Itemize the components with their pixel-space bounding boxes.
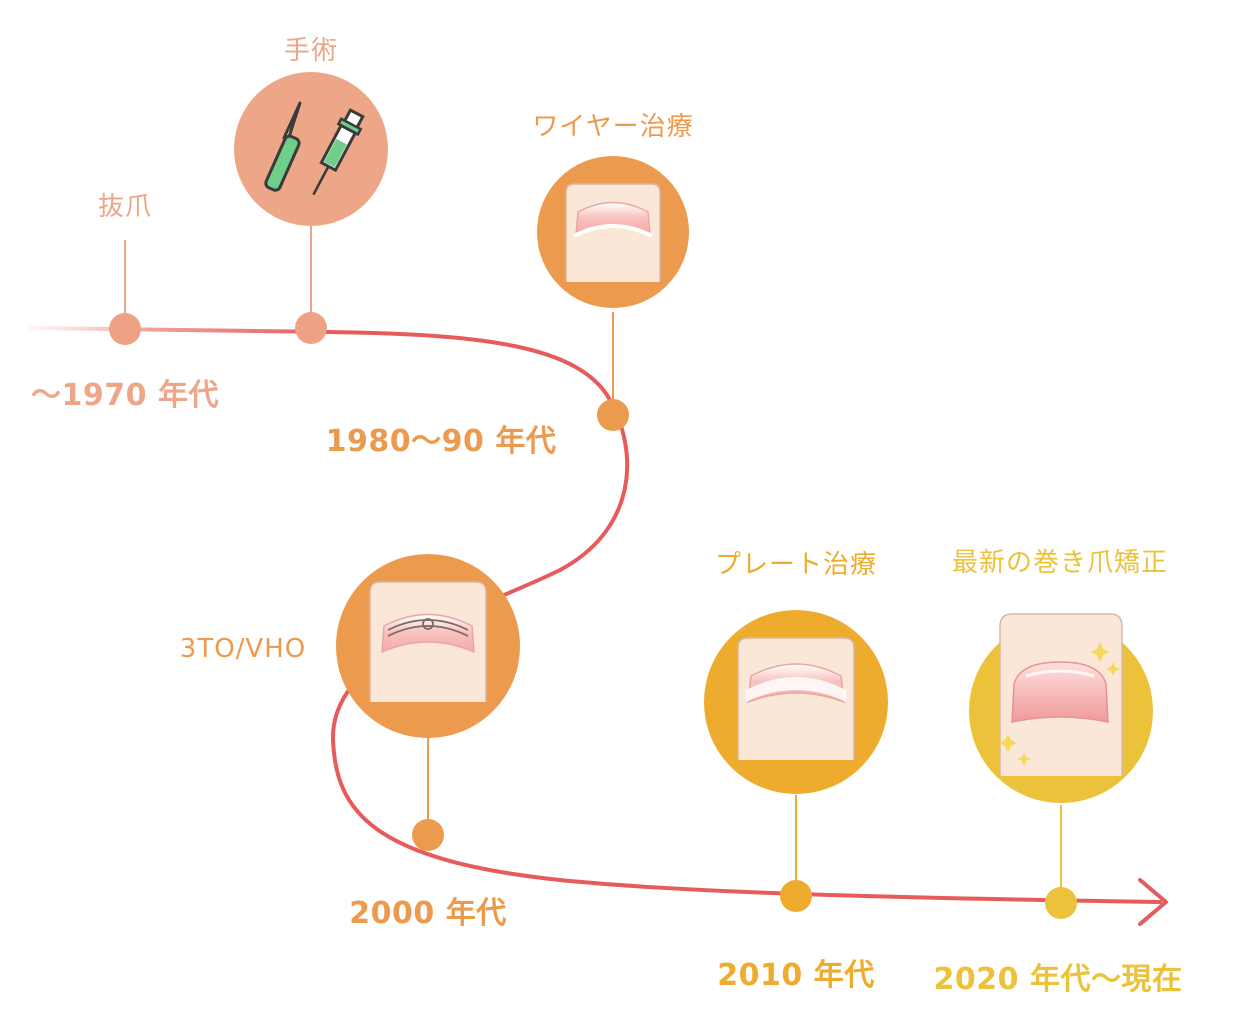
three-to-vho-node <box>336 554 520 738</box>
scalpel-icon <box>264 101 302 192</box>
timeline-curve-start <box>28 326 332 334</box>
toenail-icon <box>737 637 855 760</box>
timeline-arrowhead <box>1138 878 1168 926</box>
era-label-1980: 1980〜90 年代 <box>325 424 557 459</box>
era-dot-2000 <box>412 819 444 851</box>
era-dot-2010 <box>780 880 812 912</box>
technique-label-3to-vho: 3TO/VHO <box>179 634 307 664</box>
technique-label-surgery: 手術 <box>283 36 339 66</box>
technique-label-latest: 最新の巻き爪矯正 <box>951 548 1169 578</box>
latest-node <box>969 613 1153 803</box>
toenail-icon <box>369 581 487 702</box>
toenail-icon <box>565 183 661 282</box>
era-dot-surgery <box>295 312 327 344</box>
era-dot-1980 <box>597 399 629 431</box>
era-dot-1970 <box>109 313 141 345</box>
era-label-2010: 2010 年代 <box>717 958 875 993</box>
toenail-icon <box>999 613 1123 776</box>
wire-node <box>537 156 689 308</box>
technique-label-extraction: 抜爪 <box>97 192 153 222</box>
era-label-1970: 〜1970 年代 <box>31 378 219 413</box>
era-label-2000: 2000 年代 <box>349 896 507 931</box>
surgery-node <box>234 72 388 226</box>
plate-node <box>704 610 888 794</box>
sparkle-icon <box>999 642 1120 766</box>
technique-label-wire: ワイヤー治療 <box>532 112 694 142</box>
plate-brace-icon <box>746 677 846 702</box>
syringe-icon <box>312 108 365 196</box>
wire-brace-icon <box>573 224 653 238</box>
wire-brace-icon <box>387 618 469 637</box>
era-dot-2020 <box>1045 887 1077 919</box>
era-label-2020: 2020 年代〜現在 <box>933 962 1183 997</box>
technique-label-plate: プレート治療 <box>714 550 878 580</box>
